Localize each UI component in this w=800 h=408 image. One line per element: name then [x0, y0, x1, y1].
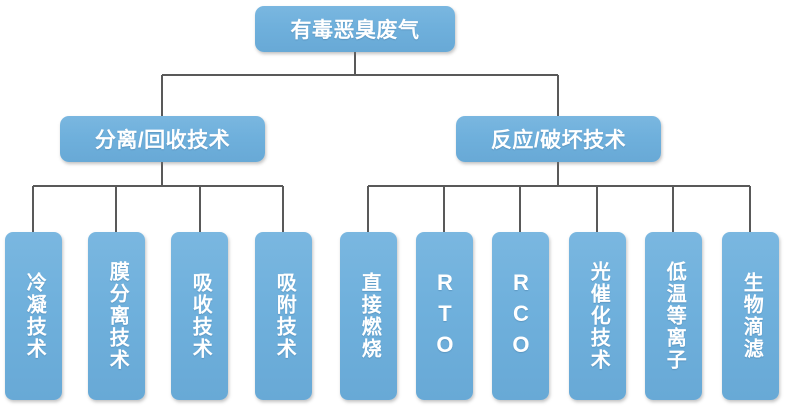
node-leaf-low-temp-plasma[interactable]: 低温等离子 — [645, 232, 702, 400]
node-root[interactable]: 有毒恶臭废气 — [255, 6, 455, 52]
node-branch-separation-recovery-label: 分离/回收技术 — [94, 129, 231, 152]
node-leaf-low-temp-plasma-label: 低温等离子 — [663, 261, 686, 371]
node-leaf-membrane[interactable]: 膜分离技术 — [88, 232, 145, 400]
node-leaf-rto[interactable]: RTO — [416, 232, 473, 400]
node-leaf-bio-trickling[interactable]: 生物滴滤 — [722, 232, 779, 400]
node-leaf-absorption-label: 吸收技术 — [189, 272, 212, 360]
node-leaf-rto-label: RTO — [432, 269, 458, 363]
node-leaf-condensation[interactable]: 冷凝技术 — [5, 232, 62, 400]
node-leaf-direct-combustion[interactable]: 直接燃烧 — [340, 232, 397, 400]
node-leaf-adsorption[interactable]: 吸附技术 — [255, 232, 312, 400]
node-leaf-rco[interactable]: RCO — [492, 232, 549, 400]
node-leaf-photocatalysis-label: 光催化技术 — [587, 261, 610, 371]
node-leaf-bio-trickling-label: 生物滴滤 — [740, 272, 763, 360]
node-leaf-direct-combustion-label: 直接燃烧 — [358, 272, 381, 360]
node-leaf-photocatalysis[interactable]: 光催化技术 — [569, 232, 626, 400]
node-leaf-adsorption-label: 吸附技术 — [273, 272, 296, 360]
node-branch-separation-recovery[interactable]: 分离/回收技术 — [60, 116, 265, 162]
node-leaf-membrane-label: 膜分离技术 — [106, 261, 129, 371]
node-leaf-condensation-label: 冷凝技术 — [23, 272, 46, 360]
node-leaf-rco-label: RCO — [508, 269, 534, 363]
node-branch-reaction-destruction-label: 反应/破坏技术 — [490, 129, 627, 152]
node-leaf-absorption[interactable]: 吸收技术 — [171, 232, 228, 400]
node-branch-reaction-destruction[interactable]: 反应/破坏技术 — [456, 116, 661, 162]
node-root-label: 有毒恶臭废气 — [290, 19, 420, 42]
